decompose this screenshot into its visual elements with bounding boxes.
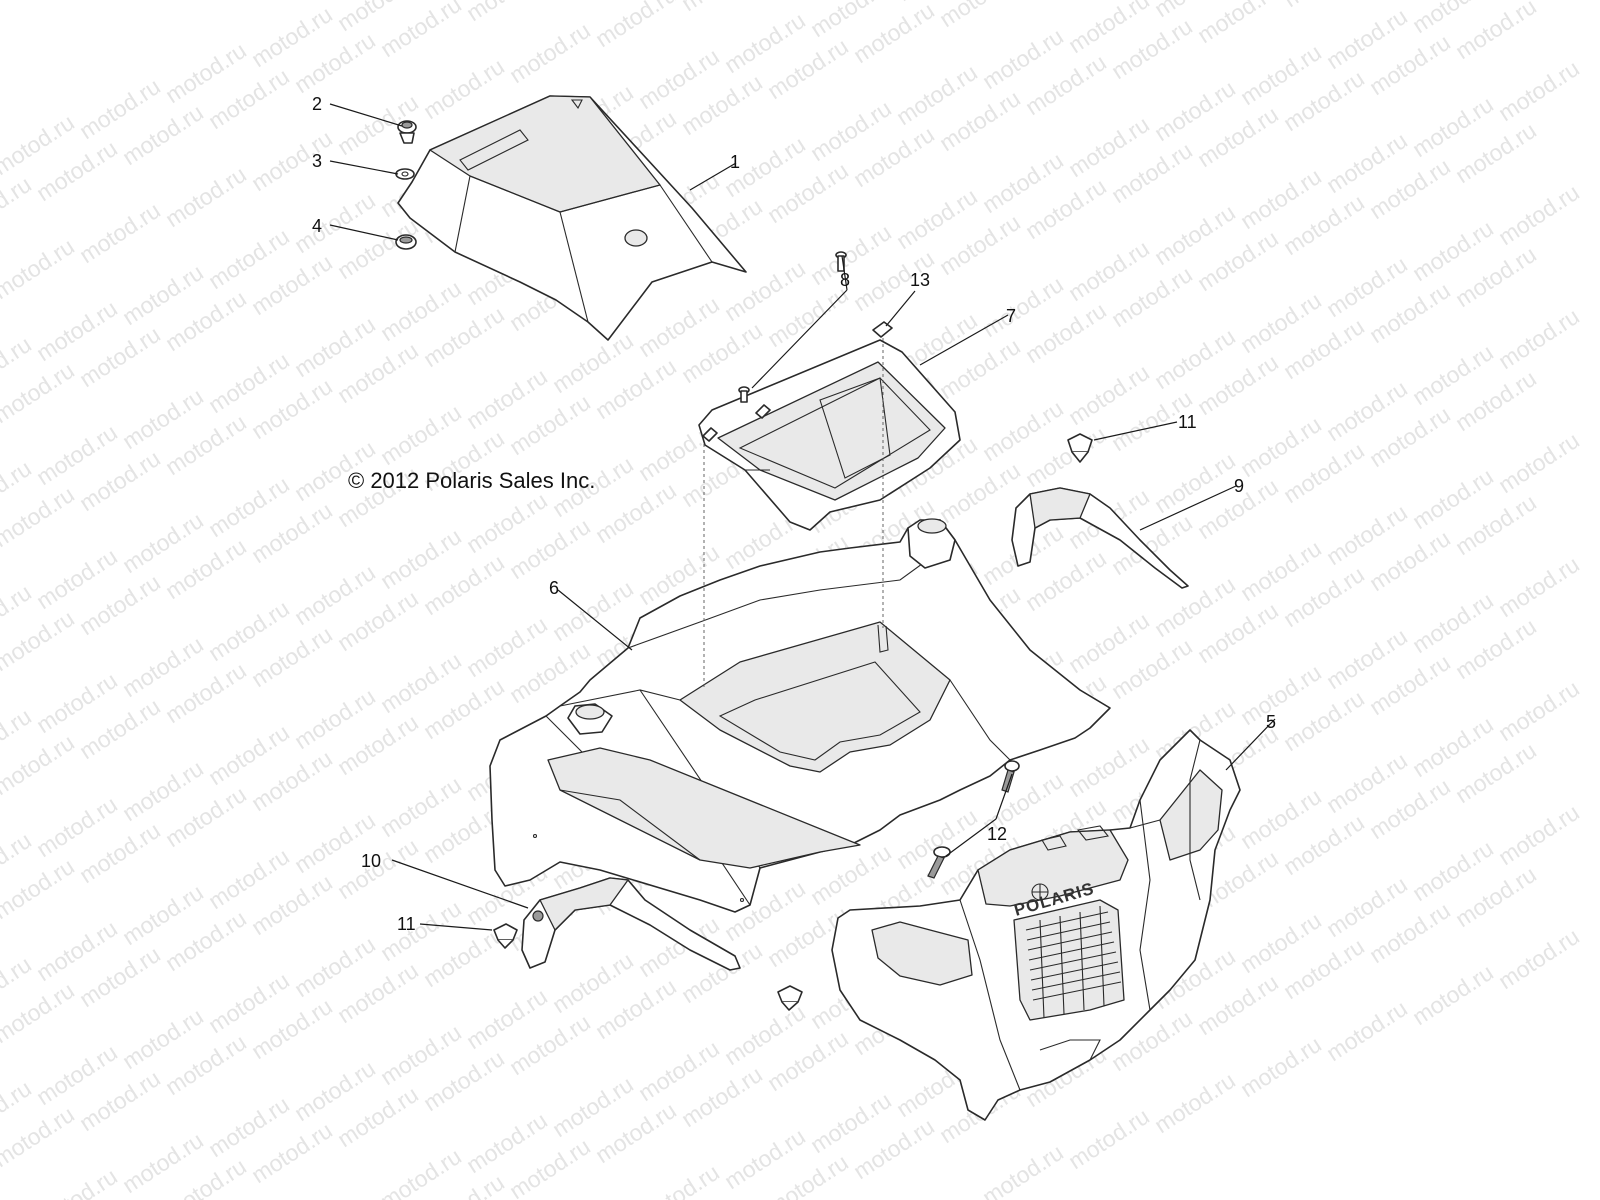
part-2-push-rivet: [397, 120, 417, 144]
callout-labels: 1 2 3 4 5 6 7 8 9 10 11 11 12 13: [312, 94, 1276, 934]
callout-12: 12: [987, 824, 1007, 844]
watermark-text: motod.ru: [376, 0, 466, 62]
watermark-text: motod.ru: [1494, 675, 1584, 746]
part-10-left-fender-trim: [521, 877, 741, 971]
part-5-front-bumper: POLARIS: [831, 729, 1241, 1121]
callout-2: 2: [312, 94, 322, 114]
callout-6: 6: [549, 578, 559, 598]
part-6-front-body: [489, 518, 1111, 913]
callout-1: 1: [730, 152, 740, 172]
part-4-grommet: [395, 234, 417, 250]
watermark-text: motod.ru: [1494, 427, 1584, 498]
watermark-text: motod.ru: [1494, 799, 1584, 870]
watermark-text: motod.ru: [677, 0, 767, 16]
watermark-text: motod.ru: [0, 171, 36, 242]
watermark-text: motod.ru: [1494, 55, 1584, 126]
watermark-text: motod.ru: [32, 1163, 122, 1200]
watermark-text: motod.ru: [1279, 0, 1369, 12]
watermark-text: motod.ru: [1494, 303, 1584, 374]
watermark-text: motod.ru: [247, 125, 337, 196]
watermark-text: motod.ru: [419, 53, 509, 124]
watermark-text: motod.ru: [1193, 0, 1283, 48]
callout-5: 5: [1266, 712, 1276, 732]
watermark-text: motod.ru: [1322, 995, 1412, 1066]
callout-7: 7: [1006, 306, 1016, 326]
leader-lines: [329, 103, 1276, 931]
part-11-push-rivet: [493, 433, 1093, 1011]
part-1-hood-cover: [397, 95, 747, 341]
watermark-text: motod.ru: [1150, 1067, 1240, 1138]
watermark-text: motod.ru: [978, 1139, 1068, 1200]
watermark-text: motod.ru: [1494, 179, 1584, 250]
watermark-text: motod.ru: [634, 1159, 724, 1200]
watermark-text: motod.ru: [505, 17, 595, 88]
callout-9: 9: [1234, 476, 1244, 496]
watermark-text: motod.ru: [1236, 1031, 1326, 1102]
alignment-lines: [703, 338, 884, 690]
callout-11-upper: 11: [1178, 412, 1197, 432]
callout-3: 3: [312, 151, 322, 171]
watermark-text: motod.ru: [161, 161, 251, 232]
watermark-text: motod.ru: [75, 197, 165, 268]
callout-11-lower: 11: [397, 914, 416, 934]
watermark-text: motod.ru: [591, 0, 681, 52]
callout-10: 10: [361, 851, 381, 871]
watermark-text: motod.ru: [462, 0, 552, 26]
watermark-text: motod.ru: [1408, 959, 1498, 1030]
watermark-text: motod.ru: [376, 1143, 466, 1200]
watermark-text: motod.ru: [1494, 0, 1584, 2]
watermark-text: motod.ru: [1494, 551, 1584, 622]
part-13-clip: [872, 321, 893, 338]
part-7-storage-tray: [698, 339, 961, 531]
callout-4: 4: [312, 216, 322, 236]
part-9-right-fender-trim: [1011, 487, 1189, 589]
watermark-text: motod.ru: [0, 233, 79, 304]
part-3-washer: [395, 168, 415, 180]
watermark-text: motod.ru: [1494, 923, 1584, 994]
callout-8: 8: [840, 270, 850, 290]
copyright-notice: © 2012 Polaris Sales Inc.: [348, 468, 595, 493]
watermark-text: motod.ru: [1064, 1103, 1154, 1174]
callout-13: 13: [910, 270, 930, 290]
watermark-text: motod.ru: [935, 0, 1025, 32]
